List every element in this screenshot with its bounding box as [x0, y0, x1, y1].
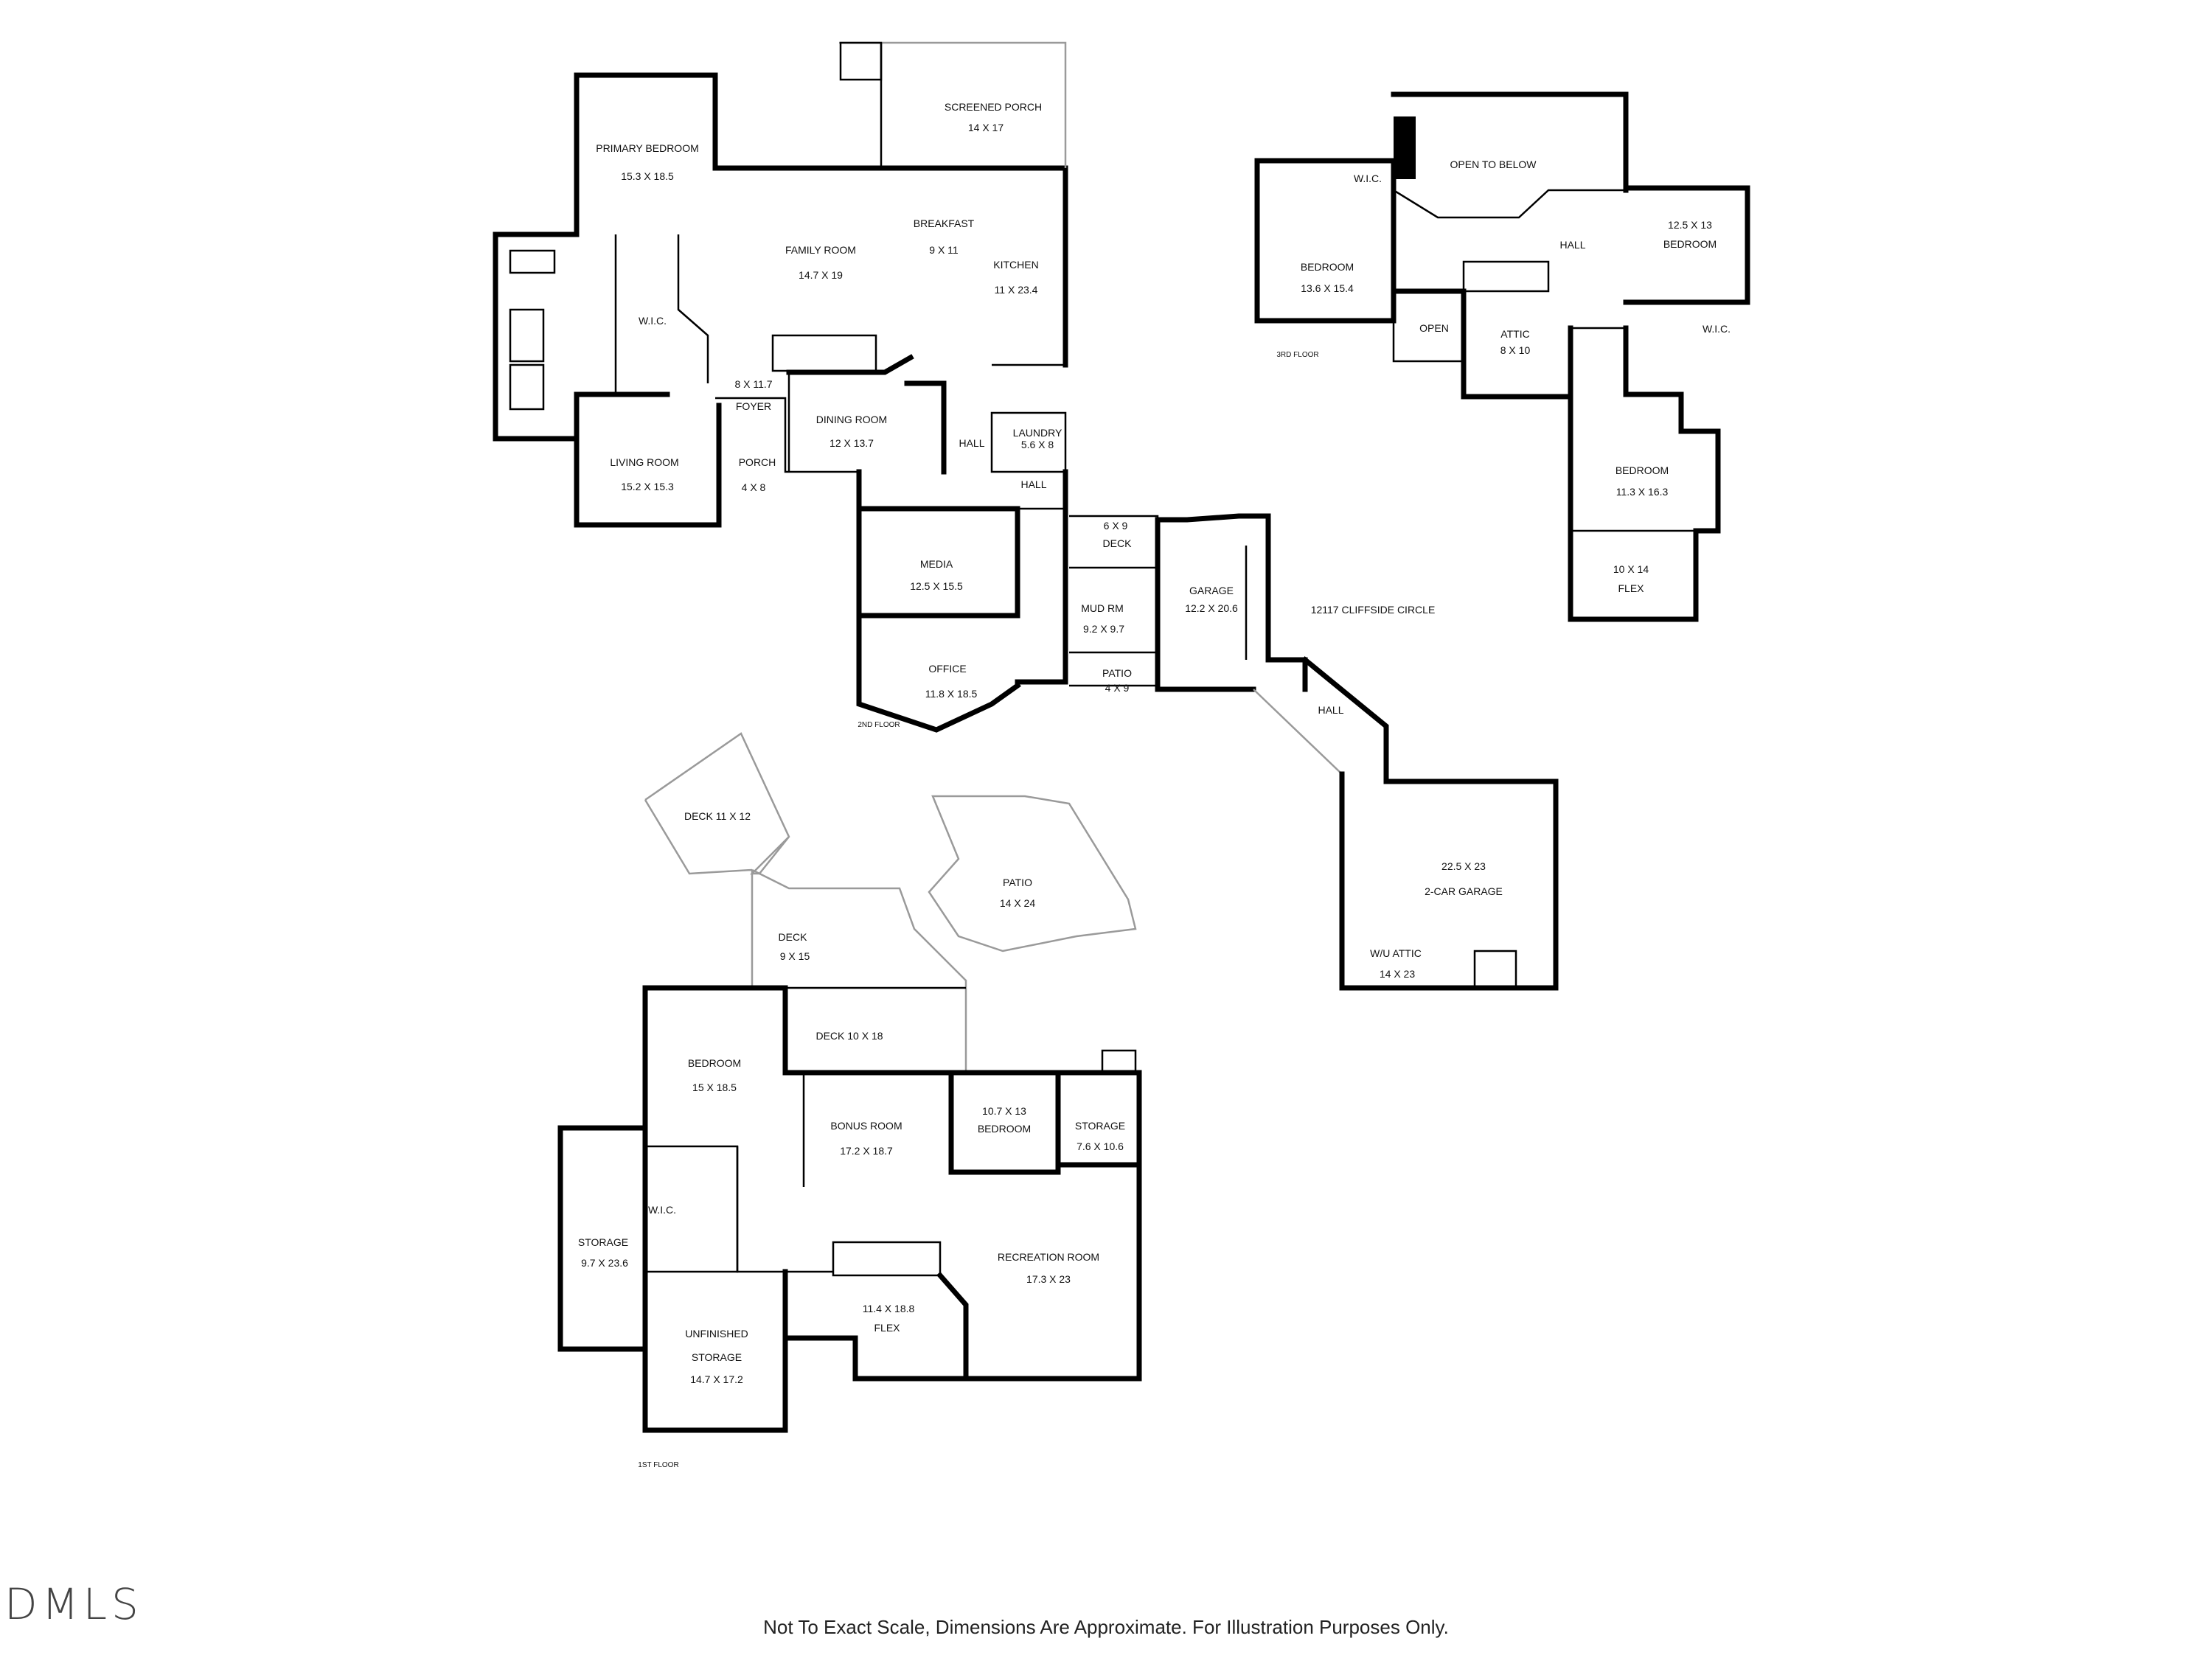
media-dims: 12.5 X 15.5	[910, 580, 963, 592]
bedroom-15-dims: 15 X 18.5	[692, 1081, 737, 1093]
mud-room-dims: 9.2 X 9.7	[1083, 623, 1124, 635]
foyer-dims: 8 X 11.7	[734, 378, 772, 390]
wic-label: W.I.C.	[639, 315, 667, 327]
flex-label: FLEX	[1618, 582, 1644, 594]
wu-attic-dims: 14 X 23	[1380, 968, 1415, 980]
laundry-label: LAUNDRY	[1013, 427, 1062, 439]
hall-label: HALL	[1559, 239, 1585, 251]
storage-long-label: STORAGE	[578, 1236, 628, 1248]
wic-1st-label: W.I.C.	[648, 1204, 676, 1216]
garage-dims: 12.2 X 20.6	[1185, 602, 1238, 614]
bedroom-12-label: BEDROOM	[1663, 238, 1717, 250]
deck-10x18-label: DECK 10 X 18	[815, 1030, 883, 1042]
kitchen-label: KITCHEN	[993, 259, 1038, 271]
open-label: OPEN	[1419, 322, 1449, 334]
dining-room-label: DINING ROOM	[816, 414, 887, 425]
storage-small-label: STORAGE	[1075, 1120, 1125, 1132]
deck-11x12-label: DECK 11 X 12	[684, 810, 751, 822]
second-floor-walls	[493, 41, 1559, 991]
bedroom-11-dims: 11.3 X 16.3	[1616, 486, 1669, 498]
screened-porch-label: SCREENED PORCH	[945, 101, 1042, 113]
bedroom-12-dims: 12.5 X 13	[1668, 219, 1712, 231]
storage-small-dims: 7.6 X 10.6	[1077, 1140, 1124, 1152]
deck-9x15-label: DECK	[779, 931, 808, 943]
open-to-below-label: OPEN TO BELOW	[1450, 159, 1537, 170]
family-room-label: FAMILY ROOM	[785, 244, 856, 256]
patio-4x9-label: PATIO	[1102, 667, 1132, 679]
porch-label: PORCH	[739, 456, 776, 468]
deck-9x15-dims: 9 X 15	[780, 950, 810, 962]
wu-attic-label: W/U ATTIC	[1370, 947, 1422, 959]
storage-long-dims: 9.7 X 23.6	[581, 1257, 628, 1269]
wic-a-label: W.I.C.	[1354, 173, 1382, 184]
bonus-room-dims: 17.2 X 18.7	[840, 1145, 893, 1157]
hall-a-label: HALL	[959, 437, 984, 449]
flex-1st-dims: 11.4 X 18.8	[863, 1303, 915, 1314]
bedroom-13-dims: 13.6 X 15.4	[1301, 282, 1354, 294]
two-car-garage-label: 2-CAR GARAGE	[1425, 885, 1503, 897]
dining-room-dims: 12 X 13.7	[830, 437, 874, 449]
garage-label: GARAGE	[1189, 585, 1234, 596]
bedroom-11-label: BEDROOM	[1615, 464, 1669, 476]
bedroom-10-label: BEDROOM	[978, 1123, 1031, 1135]
laundry-dims: 5.6 X 8	[1021, 439, 1054, 450]
bonus-room-label: BONUS ROOM	[830, 1120, 902, 1132]
third-floor-caption: 3RD FLOOR	[1276, 351, 1318, 359]
foyer-label: FOYER	[736, 400, 771, 412]
primary-bedroom-dims: 15.3 X 18.5	[621, 170, 674, 182]
third-floor-labels: W.I.C. OPEN TO BELOW BEDROOM 13.6 X 15.4…	[1276, 159, 1731, 594]
address-label: 12117 CLIFFSIDE CIRCLE	[1311, 604, 1436, 616]
unfinished-storage-label: STORAGE	[692, 1351, 742, 1363]
kitchen-dims: 11 X 23.4	[995, 284, 1038, 296]
patio-14x24-label: PATIO	[1003, 877, 1032, 888]
breakfast-label: BREAKFAST	[914, 217, 975, 229]
family-room-dims: 14.7 X 19	[799, 269, 843, 281]
mls-logo: DMLS	[4, 1579, 143, 1629]
mud-room-label: MUD RM	[1081, 602, 1124, 614]
bedroom-15-label: BEDROOM	[688, 1057, 741, 1069]
bedroom-10-dims: 10.7 X 13	[982, 1105, 1026, 1117]
porch-dims: 4 X 8	[742, 481, 766, 493]
flex-dims: 10 X 14	[1613, 563, 1649, 575]
unfinished-label: UNFINISHED	[685, 1328, 748, 1340]
deck-6x9-label: DECK	[1103, 537, 1133, 549]
wic-b-label: W.I.C.	[1703, 323, 1731, 335]
living-room-label: LIVING ROOM	[610, 456, 678, 468]
first-floor-walls	[557, 732, 1142, 1433]
flex-1st-label: FLEX	[874, 1322, 900, 1334]
first-floor-caption: 1ST FLOOR	[638, 1461, 678, 1469]
primary-bedroom-label: PRIMARY BEDROOM	[596, 142, 699, 154]
living-room-dims: 15.2 X 15.3	[621, 481, 674, 492]
first-floor-labels: DECK 11 X 12 PATIO 14 X 24 DECK 9 X 15 D…	[578, 810, 1125, 1469]
unfinished-storage-dims: 14.7 X 17.2	[690, 1373, 743, 1385]
deck-6x9-dims: 6 X 9	[1104, 520, 1128, 532]
bedroom-13-label: BEDROOM	[1301, 261, 1354, 273]
office-label: OFFICE	[928, 663, 966, 675]
third-floor-walls	[1254, 91, 1750, 622]
two-car-garage-dims: 22.5 X 23	[1441, 860, 1486, 872]
second-floor-caption: 2ND FLOOR	[858, 721, 900, 729]
attic-dims: 8 X 10	[1500, 344, 1531, 356]
patio-14x24-dims: 14 X 24	[1000, 897, 1035, 909]
patio-4x9-dims: 4 X 9	[1105, 682, 1130, 694]
attic-label: ATTIC	[1500, 328, 1529, 340]
second-floor-labels: PRIMARY BEDROOM 15.3 X 18.5 SCREENED POR…	[596, 101, 1503, 980]
hall-b-label: HALL	[1020, 478, 1046, 490]
recreation-room-label: RECREATION ROOM	[998, 1251, 1099, 1263]
office-dims: 11.8 X 18.5	[925, 688, 978, 700]
breakfast-dims: 9 X 11	[929, 244, 959, 256]
hall-c-label: HALL	[1318, 704, 1343, 716]
recreation-room-dims: 17.3 X 23	[1026, 1273, 1071, 1285]
screened-porch-dims: 14 X 17	[968, 122, 1004, 133]
disclaimer-text: Not To Exact Scale, Dimensions Are Appro…	[763, 1616, 1449, 1638]
media-label: MEDIA	[920, 558, 953, 570]
